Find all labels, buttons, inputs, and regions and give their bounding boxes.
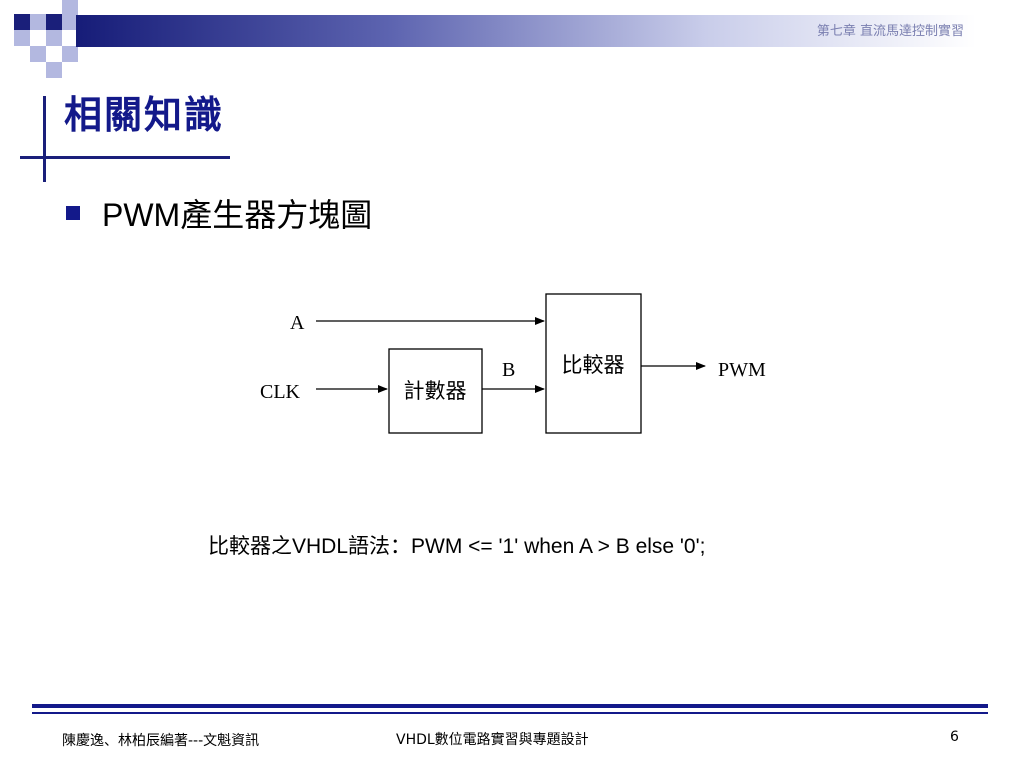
footer-rule-thin (32, 712, 988, 714)
bullet-text: PWM產生器方塊圖 (102, 197, 373, 233)
deco-square (62, 46, 78, 62)
deco-square (14, 14, 30, 30)
deco-square (46, 30, 62, 46)
comparator-label: 比較器 (562, 353, 625, 377)
footer-authors: 陳慶逸、林柏辰編著---文魁資訊 (62, 733, 260, 749)
page-number: 6 (950, 729, 959, 745)
bullet-item: PWM產生器方塊圖 (66, 190, 372, 236)
comparator-block (545, 293, 642, 434)
header-gradient-bar (76, 15, 976, 47)
counter-block (388, 348, 483, 434)
label-a: A (290, 312, 305, 334)
deco-square (30, 14, 46, 30)
vhdl-syntax-note: 比較器之VHDL語法：PWM <= '1' when A > B else '0… (208, 535, 706, 558)
slide-title: 相關知識 (64, 92, 225, 137)
footer-rule (32, 704, 988, 708)
label-pwm: PWM (718, 359, 766, 381)
chapter-label: 第七章 直流馬達控制實習 (816, 24, 964, 39)
deco-square (46, 14, 62, 30)
footer-book-title: VHDL數位電路實習與專題設計 (396, 732, 589, 748)
label-clk: CLK (260, 381, 301, 403)
deco-square (46, 62, 62, 78)
deco-square (30, 46, 46, 62)
deco-square (62, 0, 78, 16)
square-bullet-icon (66, 206, 80, 220)
label-b: B (502, 359, 515, 381)
title-horizontal-rule (20, 156, 230, 159)
counter-label: 計數器 (404, 379, 467, 403)
deco-square (62, 14, 78, 30)
deco-square (14, 30, 30, 46)
title-vertical-rule (43, 96, 46, 182)
